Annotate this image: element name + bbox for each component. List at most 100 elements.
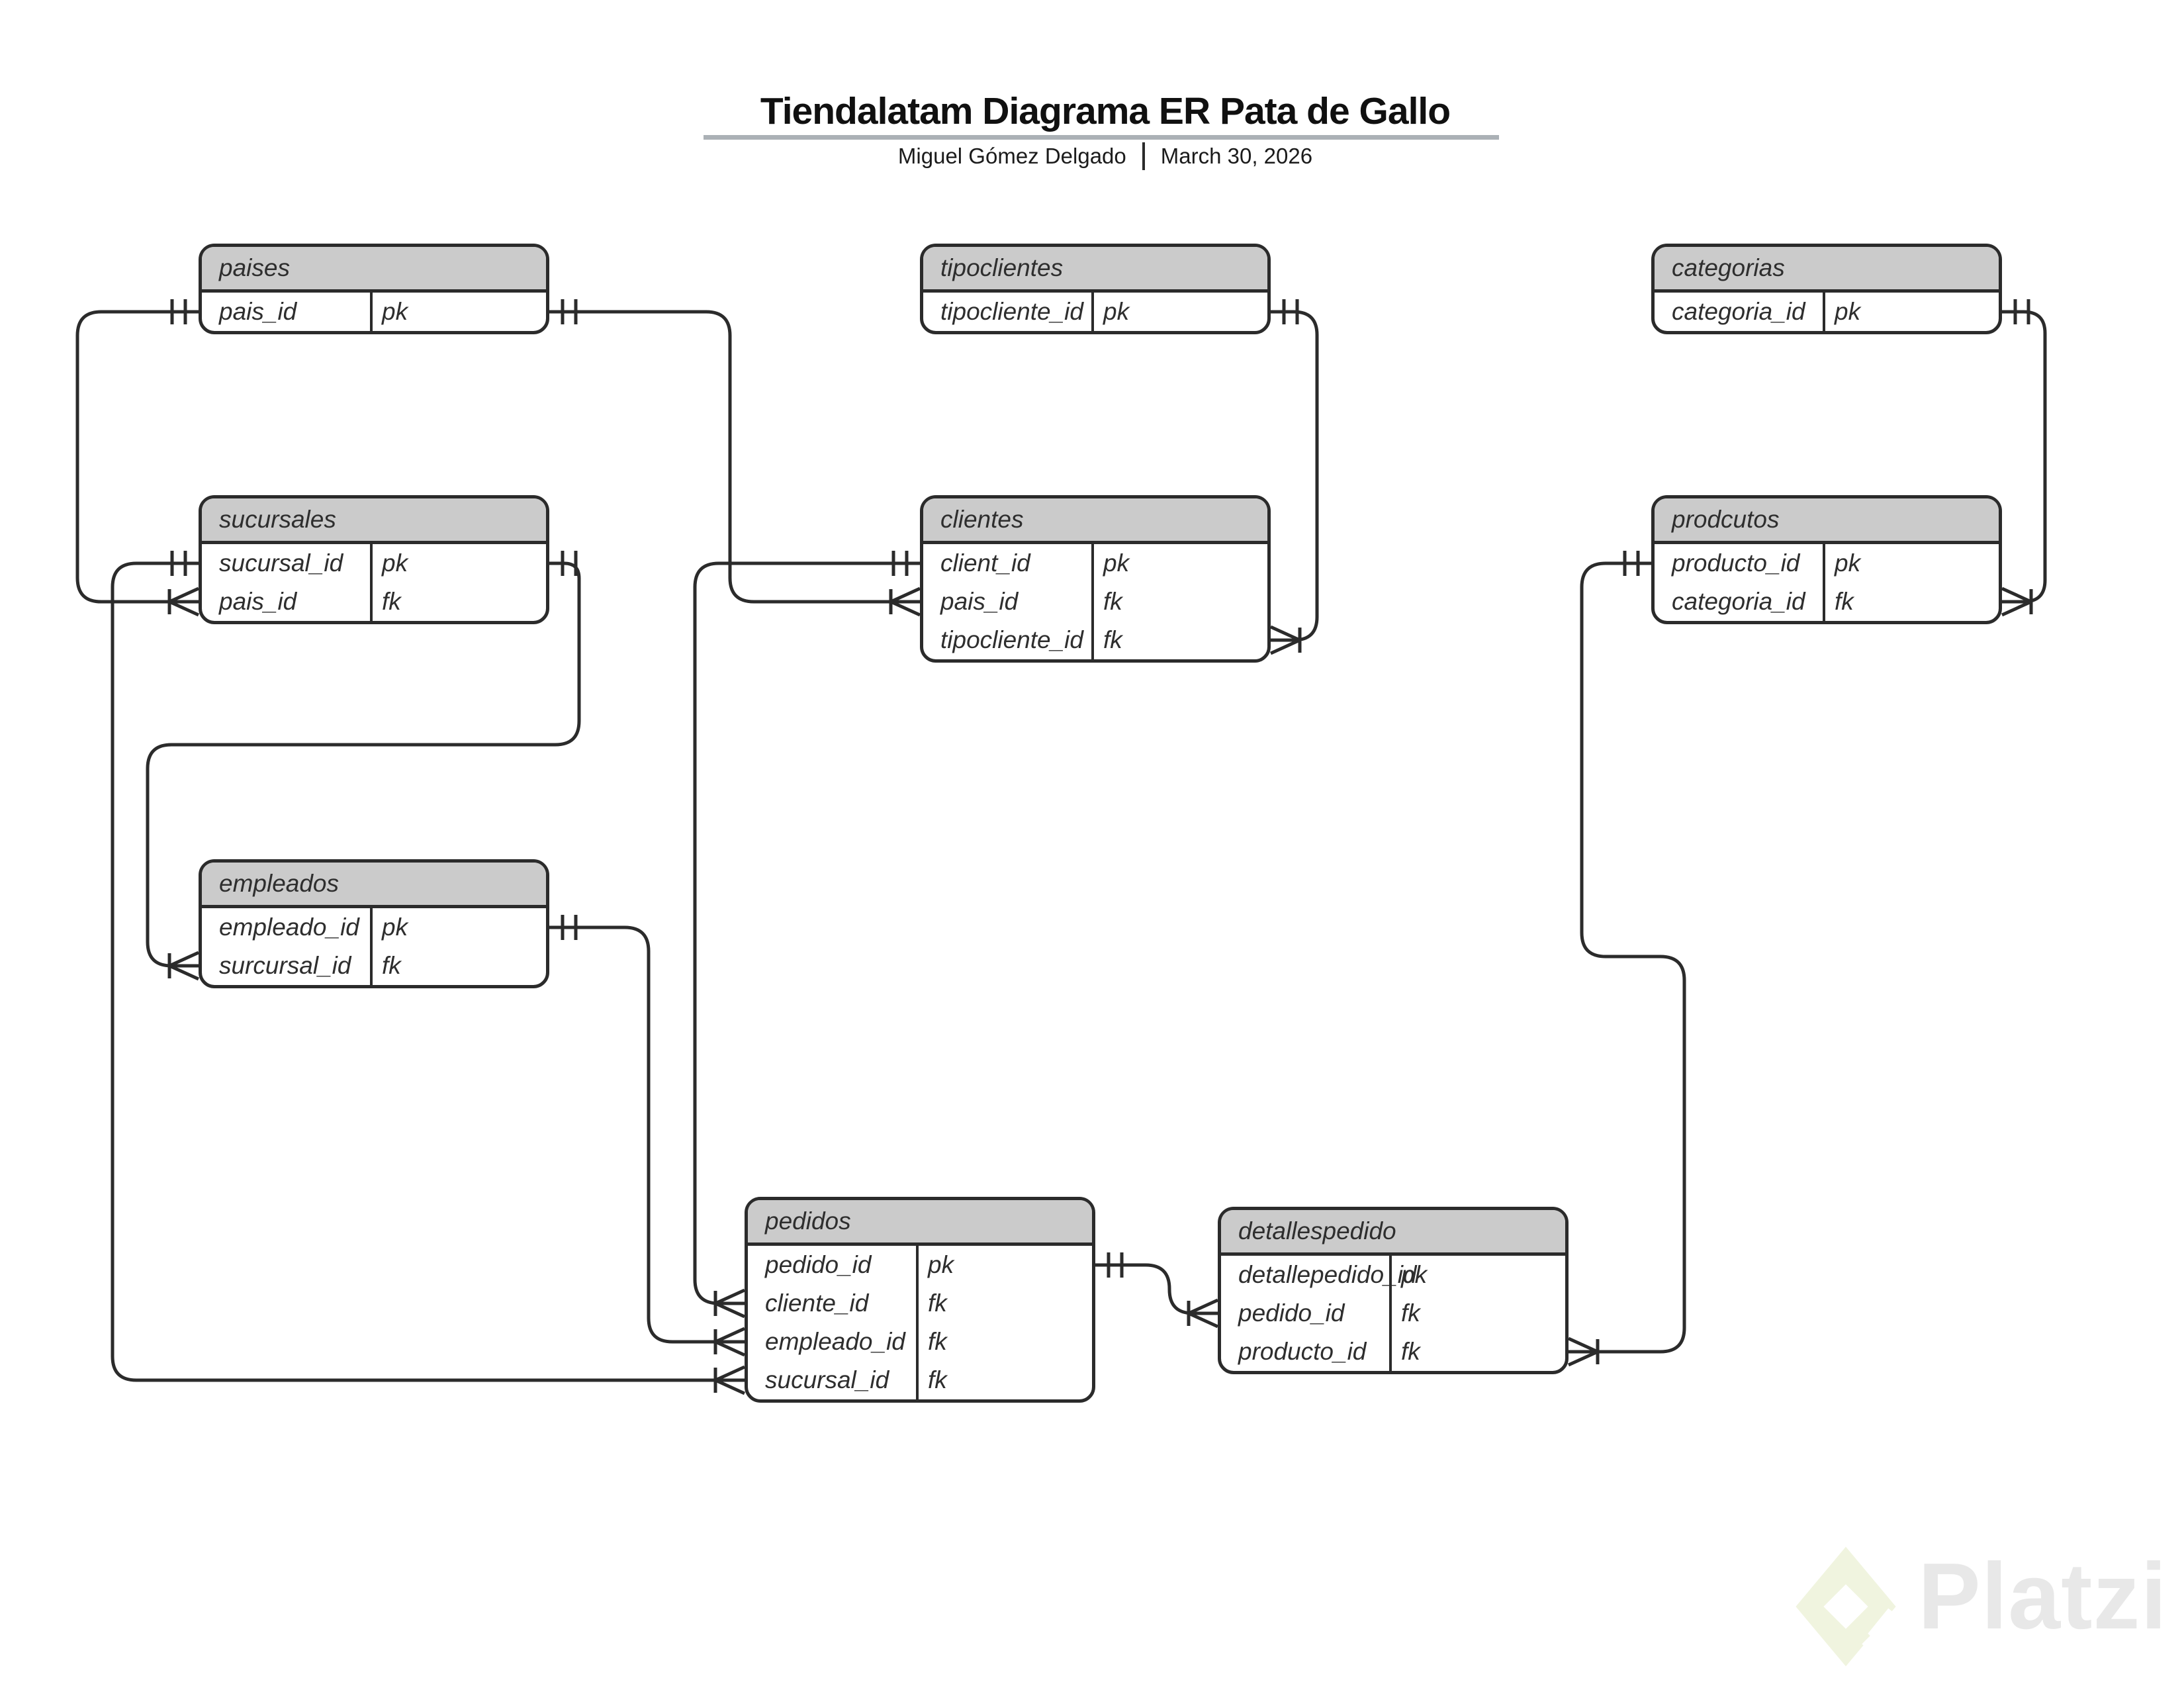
field-name-label: sucursal_id [219,549,343,577]
table-header: paises [202,247,546,293]
platzi-logo-icon [1790,1542,1901,1675]
field-key-label: pk [1103,549,1130,577]
table-header: clientes [923,498,1267,544]
field-row: categoria_id pk [1655,293,1999,331]
field-name-label: pais_id [940,588,1019,615]
field-name-label: sucursal_id [765,1366,889,1393]
field-row: client_id pk [923,544,1267,583]
field-name-label: client_id [940,549,1030,577]
table-name-label: empleados [219,870,340,897]
relationship-paises.pais_id-sucursales.pais_id [75,299,200,617]
field-row: sucursal_id pk [202,544,546,583]
table-name-label: categorias [1672,254,1785,281]
subtitle: Miguel Gómez Delgado March 30, 2026 [675,142,1535,171]
table-name-label: tipoclientes [940,254,1064,281]
table-header: detallespedido [1221,1210,1565,1256]
table-name-label: pedidos [765,1207,851,1235]
date-text: March 30, 2026 [1160,144,1313,168]
field-name-label: cliente_id [765,1289,869,1317]
field-key-label: fk [928,1289,947,1317]
column-divider [1389,1256,1392,1371]
field-key-label: fk [1835,588,1854,615]
column-divider [1823,544,1825,621]
column-divider [1091,293,1094,331]
table-header: sucursales [202,498,546,544]
field-row: pais_id fk [923,583,1267,621]
field-key-label: fk [1103,626,1122,653]
field-name-label: detallepedido_id [1238,1261,1417,1288]
table-name-label: detallespedido [1238,1217,1396,1244]
field-row: pedido_id fk [1221,1294,1565,1333]
field-row: pedido_id pk [748,1246,1092,1284]
column-divider [1091,544,1094,659]
relationship-paises.pais_id-clientes.pais_id [549,299,921,617]
table-header: categorias [1655,247,1999,293]
field-name-label: pais_id [219,298,297,325]
table-paises[interactable]: paises pais_id pk [199,244,549,334]
field-name-label: tipocliente_id [940,298,1083,325]
field-name-label: pedido_id [1238,1299,1345,1327]
title-rule [704,135,1499,140]
field-key-label: pk [1835,298,1861,325]
column-divider [370,544,373,621]
table-header: prodcutos [1655,498,1999,544]
field-key-label: fk [1401,1299,1420,1327]
relationship-clientes.client_id-pedidos.cliente_id [693,551,920,1319]
field-key-label: pk [382,298,408,325]
field-name-label: pedido_id [765,1251,872,1278]
field-key-label: pk [382,549,408,577]
table-name-label: prodcutos [1672,506,1780,533]
field-row: pais_id pk [202,293,546,331]
column-divider [916,1246,919,1399]
relationship-tipoclientes.tipocliente_id-clientes.tipocliente_id [1269,299,1319,655]
subtitle-separator [1142,142,1145,170]
table-header: empleados [202,863,546,908]
field-key-label: pk [1103,298,1130,325]
watermark-brand-text: Platzi [1918,1544,2167,1649]
table-body: pais_id pk [202,293,546,331]
field-row: cliente_id fk [748,1284,1092,1323]
field-name-label: pais_id [219,588,297,615]
relationship-empleados.empleado_id-pedidos.empleado_id [549,915,746,1357]
table-name-label: paises [219,254,290,281]
table-categorias[interactable]: categorias categoria_id pk [1651,244,2002,334]
field-key-label: pk [928,1251,954,1278]
table-header: tipoclientes [923,247,1267,293]
field-name-label: producto_id [1672,549,1800,577]
field-name-label: empleado_id [219,914,359,941]
field-key-label: fk [1103,588,1122,615]
field-name-label: empleado_id [765,1328,905,1355]
column-divider [1823,293,1825,331]
column-divider [370,293,373,331]
field-key-label: pk [1401,1261,1428,1288]
table-pedidos[interactable]: pedidos pedido_id pk cliente_id fk empleado_i… [745,1197,1095,1403]
field-name-label: categoria_id [1672,588,1805,615]
field-name-label: categoria_id [1672,298,1805,325]
field-name-label: producto_id [1238,1338,1367,1365]
table-body: tipocliente_id pk [923,293,1267,331]
relationship-sucursales.sucursal_id-empleados.surcursal_id [146,551,581,981]
author-text: Miguel Gómez Delgado [897,144,1126,168]
relationship-pedidos.pedido_id-detallespedido.pedido_id [1095,1252,1219,1329]
table-tipoclientes[interactable]: tipoclientes tipocliente_id pk [920,244,1271,334]
table-body: categoria_id pk [1655,293,1999,331]
